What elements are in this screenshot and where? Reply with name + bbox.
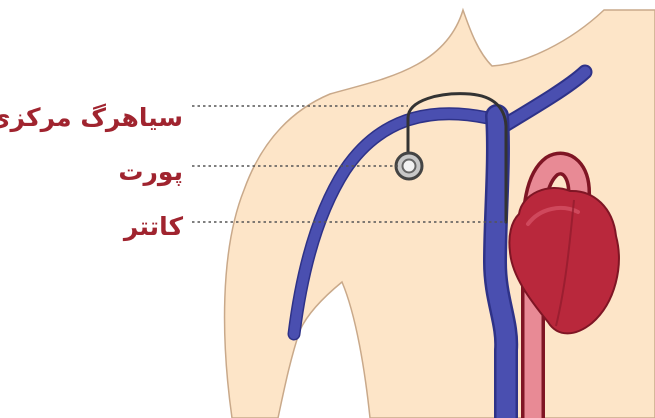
catheter-label: کاتتر bbox=[124, 212, 183, 242]
central-vein-label: سیاهرگ مرکزی bbox=[0, 103, 183, 133]
port-label: پورت bbox=[118, 157, 183, 187]
port-septum bbox=[403, 160, 416, 173]
